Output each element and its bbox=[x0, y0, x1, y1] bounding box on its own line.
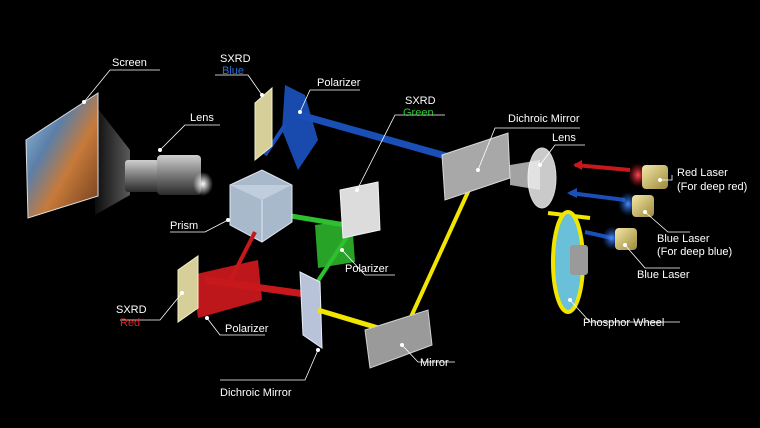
label-sxrd-red-2: Red bbox=[120, 317, 140, 329]
mirror-icon bbox=[364, 309, 433, 369]
label-lens-left: Lens bbox=[190, 112, 214, 124]
projection-light-cone bbox=[95, 105, 130, 215]
blue-laser-deep-icon bbox=[618, 192, 654, 217]
yellow-beam-to-dichroic bbox=[317, 307, 386, 333]
label-dichroic-mirror-bottom: Dichroic Mirror bbox=[220, 387, 292, 399]
sxrd-blue-panel bbox=[254, 86, 273, 162]
label-red-laser-2: (For deep red) bbox=[677, 181, 747, 193]
label-prism: Prism bbox=[170, 220, 198, 232]
label-blue-laser-deep-1: Blue Laser bbox=[657, 233, 710, 245]
label-dichroic-mirror-top: Dichroic Mirror bbox=[508, 113, 580, 125]
polarizer-blue-icon bbox=[282, 85, 318, 170]
label-mirror: Mirror bbox=[420, 357, 449, 369]
dichroic-mirror-top-icon bbox=[441, 132, 511, 201]
screen bbox=[25, 92, 99, 219]
condenser-lens-icon bbox=[527, 147, 557, 209]
yellow-beam-to-mirror bbox=[403, 169, 480, 331]
prism-cube-icon bbox=[229, 169, 293, 243]
label-sxrd-green-1: SXRD bbox=[405, 95, 436, 107]
label-sxrd-red-1: SXRD bbox=[116, 304, 147, 316]
label-sxrd-green-2: Green bbox=[403, 107, 434, 119]
blue-laser-deep-beam bbox=[569, 191, 626, 202]
polarizer-red-icon bbox=[192, 260, 262, 318]
blue-laser-deep-arrow bbox=[567, 188, 577, 198]
projection-lens-icon bbox=[125, 155, 213, 196]
red-laser-arrow bbox=[573, 160, 582, 170]
dichroic-mirror-bottom-icon bbox=[299, 271, 323, 349]
label-red-laser-1: Red Laser bbox=[677, 167, 728, 179]
blue-beam-to-prism bbox=[263, 123, 287, 157]
label-polarizer-red: Polarizer bbox=[225, 323, 269, 335]
blue-laser-icon bbox=[602, 226, 637, 250]
label-sxrd-blue-1: SXRD bbox=[220, 53, 251, 65]
label-blue-laser-deep-2: (For deep blue) bbox=[657, 246, 732, 258]
sxrd-red-panel bbox=[177, 255, 199, 323]
red-laser-beam bbox=[574, 163, 631, 172]
red-laser-icon bbox=[628, 163, 668, 189]
label-polarizer-blue: Polarizer bbox=[317, 77, 361, 89]
leader-lines bbox=[82, 69, 690, 381]
sxrd-green-panel bbox=[339, 181, 381, 239]
label-screen: Screen bbox=[112, 57, 147, 69]
blue-beam bbox=[299, 111, 461, 164]
phosphor-wheel-icon bbox=[551, 210, 588, 314]
label-blue-laser: Blue Laser bbox=[637, 269, 690, 281]
label-polarizer-green: Polarizer bbox=[345, 263, 389, 275]
label-sxrd-blue-2: Blue bbox=[222, 65, 244, 77]
label-lens-right: Lens bbox=[552, 132, 576, 144]
label-phosphor-wheel: Phosphor Wheel bbox=[583, 317, 664, 329]
